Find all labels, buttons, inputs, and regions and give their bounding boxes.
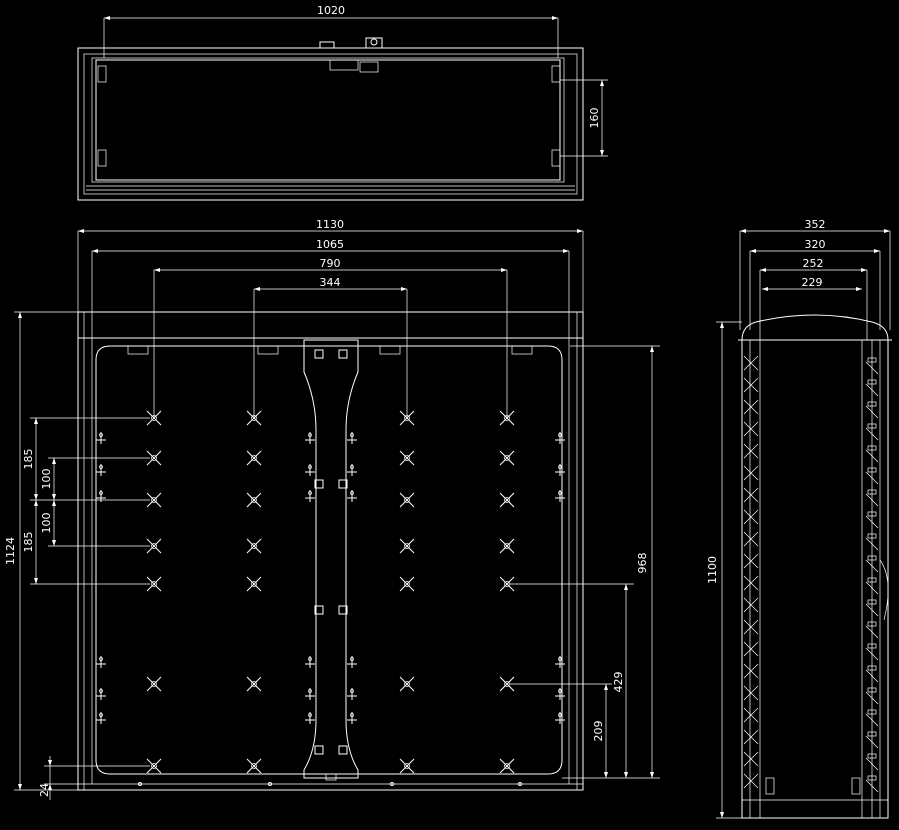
dim-100-upper-label: 100 — [40, 469, 53, 490]
mounting-plate — [95, 345, 563, 775]
mounting-point — [399, 676, 415, 692]
mounting-point — [399, 450, 415, 466]
dim-209-label: 209 — [592, 721, 605, 742]
mounting-point — [246, 450, 262, 466]
dim-100-lower-label: 100 — [40, 513, 53, 534]
dim-1124-label: 1124 — [4, 537, 17, 565]
side-view: 352 320 252 229 1100 — [706, 218, 892, 819]
front-view-outer-frame — [77, 311, 584, 791]
dim-968-label: 968 — [636, 553, 649, 574]
side-clip — [305, 432, 315, 444]
side-clip — [555, 656, 565, 668]
dim-185-lower-label: 185 — [22, 532, 35, 553]
dim-160-label: 160 — [588, 108, 601, 129]
side-clip — [96, 688, 106, 700]
side-clip — [305, 712, 315, 724]
side-clip — [96, 712, 106, 724]
side-clip — [347, 432, 357, 444]
mounting-point — [499, 576, 515, 592]
mounting-points — [146, 410, 515, 774]
mounting-point — [399, 538, 415, 554]
side-clip — [555, 432, 565, 444]
mounting-point — [146, 492, 162, 508]
mounting-point — [146, 676, 162, 692]
side-view-roof — [741, 314, 889, 341]
mounting-point — [246, 538, 262, 554]
mounting-point — [146, 450, 162, 466]
mounting-point — [499, 758, 515, 774]
mounting-point — [146, 538, 162, 554]
mounting-point — [246, 758, 262, 774]
side-clip — [305, 490, 315, 502]
side-clip — [347, 688, 357, 700]
side-clip — [347, 656, 357, 668]
mounting-point — [499, 492, 515, 508]
side-clip — [347, 490, 357, 502]
dim-1065-label: 1065 — [316, 238, 344, 251]
mounting-point — [399, 492, 415, 508]
side-profile-detail — [743, 355, 879, 793]
top-view-inner-cavity — [95, 59, 561, 181]
side-clip — [555, 490, 565, 502]
mounting-point — [246, 576, 262, 592]
mounting-point — [146, 576, 162, 592]
side-clip — [96, 656, 106, 668]
dim-185-upper-label: 185 — [22, 449, 35, 470]
dim-429-label: 429 — [612, 672, 625, 693]
side-view-body — [741, 339, 889, 819]
mounting-point — [146, 758, 162, 774]
dim-229-label: 229 — [802, 276, 823, 289]
side-clip — [96, 464, 106, 476]
dim-1020-label: 1020 — [317, 4, 345, 17]
mounting-point — [499, 676, 515, 692]
side-clip — [347, 464, 357, 476]
side-clip — [555, 712, 565, 724]
side-clip — [305, 656, 315, 668]
front-view: 1130 1065 790 344 1124 — [4, 218, 660, 800]
mounting-point — [499, 450, 515, 466]
dim-790-label: 790 — [320, 257, 341, 270]
side-clip — [305, 464, 315, 476]
dim-344-label: 344 — [320, 276, 341, 289]
mounting-point — [499, 538, 515, 554]
side-clip — [555, 464, 565, 476]
dim-352-label: 352 — [805, 218, 826, 231]
side-clips — [96, 432, 565, 724]
dim-320-label: 320 — [805, 238, 826, 251]
dim-1130-label: 1130 — [316, 218, 344, 231]
central-rail — [303, 339, 359, 779]
mounting-point — [399, 758, 415, 774]
side-clip — [305, 688, 315, 700]
dim-252-label: 252 — [803, 257, 824, 270]
dim-1100-label: 1100 — [706, 556, 719, 584]
dim-24-label: 24 — [38, 783, 51, 797]
mounting-point — [399, 576, 415, 592]
side-clip — [555, 688, 565, 700]
top-view: 1020 160 — [77, 4, 608, 201]
mounting-point — [246, 676, 262, 692]
mounting-point — [246, 492, 262, 508]
top-view-outer-frame — [77, 47, 584, 201]
side-clip — [96, 432, 106, 444]
side-clip — [347, 712, 357, 724]
